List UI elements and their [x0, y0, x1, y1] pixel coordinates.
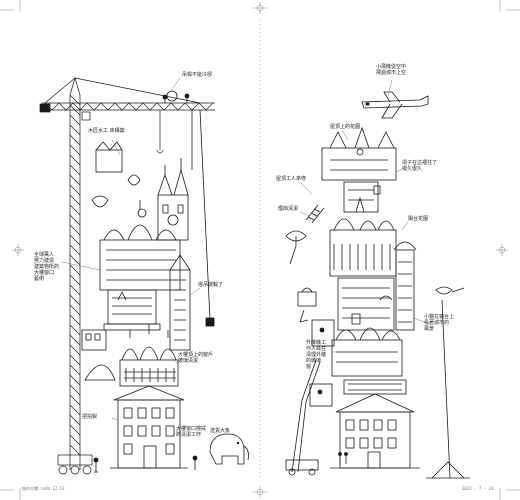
note-window: 大樓頂上的窗戶 玻璃清潔: [178, 352, 214, 364]
note-rooftop: 屋頂上的花園: [330, 124, 361, 130]
note-mid-right: 小貓在窗台上 看著城市的 風景: [424, 314, 455, 332]
note-side: 全球萬人 努力建造 建築物所的 大樓窗口 藝術: [34, 252, 60, 282]
crane-workers: [162, 90, 190, 103]
note-bottom-right: 送貨大象: [210, 428, 231, 434]
note-left-2: 煙囪清潔: [278, 206, 299, 212]
note-lower-left: 把拍製: [82, 414, 98, 420]
note-workers: 木匠水工 來構築: [88, 128, 125, 134]
note-bottom-center: 大樓窗口擦拭 的清潔工作: [176, 426, 207, 438]
right-page-footer: 2023 - 7 - 24: [462, 486, 494, 491]
note-left-1: 屋頂工人來修: [276, 176, 307, 182]
note-crane-top: 吊桿不能冷卻: [182, 72, 213, 78]
note-right-1: 鴿子在這裡住了 很久很久: [402, 160, 438, 172]
left-page-footer: 城市大樓.indd 12-13: [22, 486, 65, 491]
note-right-2: 陽台花園: [408, 216, 429, 222]
left-building: [81, 109, 249, 473]
note-mid-right: 塔吊運輸了: [198, 282, 224, 288]
tower-crane: [39, 76, 215, 475]
note-plane: 小飛機從空中 飛過城市上空: [376, 64, 407, 76]
right-leaders: [299, 79, 431, 353]
airplane: [361, 91, 429, 119]
left-leaders: [61, 77, 217, 441]
right-building: [285, 126, 470, 479]
note-mid-left: 升降機工 作人員在 清理外牆 的玻璃 窗: [306, 340, 327, 370]
